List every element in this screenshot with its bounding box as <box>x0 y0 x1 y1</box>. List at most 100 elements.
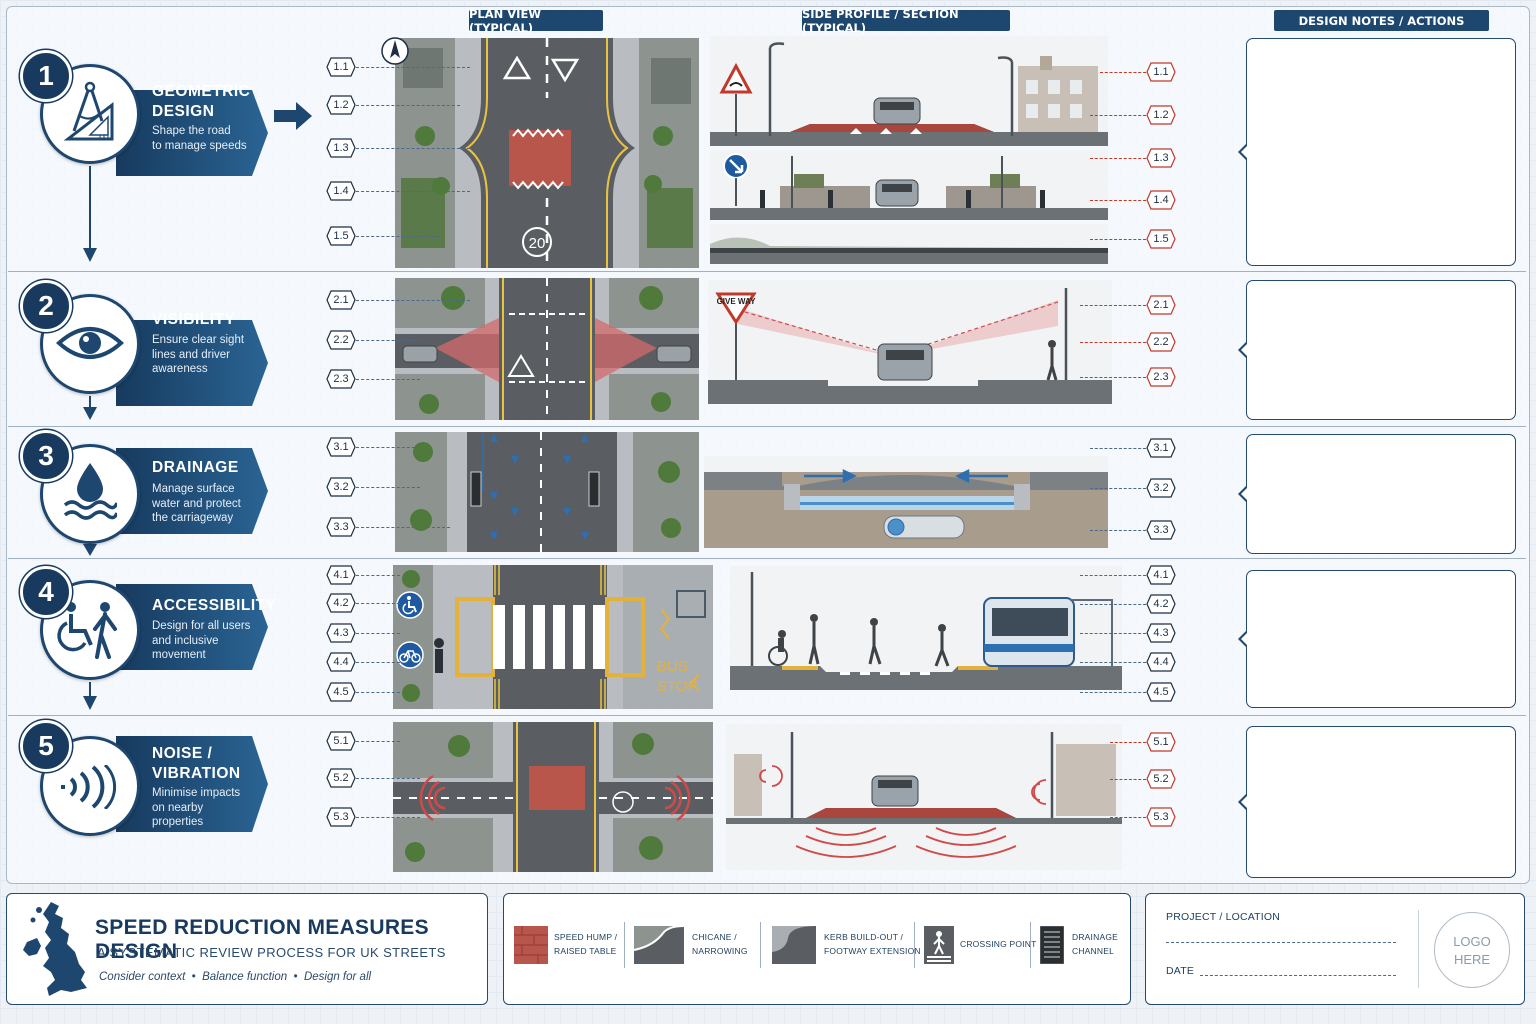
leader-line <box>356 575 400 576</box>
reference-label: 2.2 <box>326 330 356 350</box>
leader-line <box>356 447 420 448</box>
title-block: SPEED REDUCTION MEASURES DESIGN A SYSTEM… <box>6 893 488 1005</box>
design-notes-box-1[interactable] <box>1238 38 1516 266</box>
category-banner <box>116 320 268 406</box>
leader-line <box>1080 662 1146 663</box>
reference-label: 5.3 <box>326 807 356 827</box>
leader-line <box>356 633 400 634</box>
section-view-header: SIDE PROFILE / SECTION (TYPICAL) <box>802 7 1010 35</box>
leader-line <box>1080 575 1146 576</box>
category-number: 4 <box>20 566 72 618</box>
north-arrow-icon <box>381 37 409 65</box>
reference-label: 3.1 <box>1146 438 1176 458</box>
leader-line <box>1080 305 1146 306</box>
design-notes-box-2[interactable] <box>1238 280 1516 420</box>
row-separator <box>8 271 1526 272</box>
plan-view-header: PLAN VIEW (TYPICAL) <box>469 7 603 35</box>
section-accessibility <box>730 566 1122 690</box>
wheelchair-pedestrian-icon <box>57 602 117 659</box>
flow-arrow-1-2 <box>83 166 97 262</box>
leader-line <box>1080 633 1146 634</box>
reference-label: 2.3 <box>326 369 356 389</box>
uk-map-icon <box>23 902 87 996</box>
leader-line <box>1080 604 1146 605</box>
reference-label: 4.2 <box>1146 594 1176 614</box>
reference-label: 4.4 <box>326 652 356 672</box>
reference-label: 4.5 <box>1146 682 1176 702</box>
bus-stop-marking: BUS <box>657 658 688 675</box>
reference-label: 1.3 <box>1146 148 1176 168</box>
section-chicane <box>710 150 1108 220</box>
reference-label: 1.4 <box>1146 190 1176 210</box>
leader-line <box>1090 158 1146 159</box>
plan-view-noise-vibration <box>393 722 713 872</box>
leader-line <box>356 300 470 301</box>
leader-line <box>1090 239 1146 240</box>
reference-label: 4.4 <box>1146 652 1176 672</box>
speed-limit-marking: 20 <box>529 235 546 252</box>
category-banner <box>116 90 268 176</box>
section-sight-lines: GIVE WAY <box>708 280 1112 404</box>
category-icon-circle <box>40 64 140 164</box>
row-separator <box>8 558 1526 559</box>
category-icon-circle <box>40 444 140 544</box>
category-title: NOISE /VIBRATION <box>152 745 241 782</box>
reference-label: 5.2 <box>326 768 356 788</box>
logo-text: LOGO <box>1453 934 1491 949</box>
kerb-build-out-swatch <box>772 926 816 964</box>
leader-line <box>1110 817 1146 818</box>
reference-label: 1.3 <box>326 138 356 158</box>
reference-label: 2.2 <box>1146 332 1176 352</box>
leader-line <box>356 340 420 341</box>
plan-view-visibility <box>395 278 699 420</box>
reference-label: 1.5 <box>1146 229 1176 249</box>
category-number: 5 <box>20 720 72 772</box>
row-separator <box>8 426 1526 427</box>
cycle-sign-icon <box>396 641 424 669</box>
reference-label: 3.2 <box>1146 478 1176 498</box>
section-noise <box>726 724 1122 870</box>
category-number: 3 <box>20 430 72 482</box>
leader-line <box>356 191 470 192</box>
flow-arrow-to-plan <box>274 102 312 130</box>
category-title: DRAINAGE <box>152 459 239 476</box>
category-title: VISIBILITY <box>152 311 236 328</box>
reference-label: 3.1 <box>326 437 356 457</box>
reference-label: 3.3 <box>326 517 356 537</box>
design-notes-header: DESIGN NOTES / ACTIONS <box>1274 10 1489 31</box>
leader-line <box>356 379 420 380</box>
reference-label: 2.3 <box>1146 367 1176 387</box>
section-drainage <box>704 456 1108 548</box>
eye-icon <box>56 327 124 359</box>
leader-line <box>356 603 400 604</box>
leader-line <box>1090 448 1146 449</box>
row-separator <box>8 715 1526 716</box>
reference-label: 4.1 <box>1146 565 1176 585</box>
chicane-swatch <box>634 926 684 964</box>
leader-line <box>1090 115 1146 116</box>
leader-line <box>356 487 420 488</box>
speed-hump-swatch <box>514 926 548 964</box>
reference-label: 5.2 <box>1146 769 1176 789</box>
date-label: DATE <box>1166 965 1195 977</box>
sound-wave-icon <box>61 765 117 809</box>
design-notes-box-4[interactable] <box>1238 570 1516 708</box>
section-raised-table <box>710 36 1108 146</box>
date-field[interactable] <box>1200 975 1396 976</box>
project-location-field[interactable] <box>1166 942 1396 943</box>
reference-label: 4.3 <box>326 623 356 643</box>
leader-line <box>356 778 420 779</box>
design-notes-box-3[interactable] <box>1238 434 1516 554</box>
leader-line <box>1110 779 1146 780</box>
design-notes-box-5[interactable] <box>1238 726 1516 878</box>
leader-line <box>1080 342 1146 343</box>
